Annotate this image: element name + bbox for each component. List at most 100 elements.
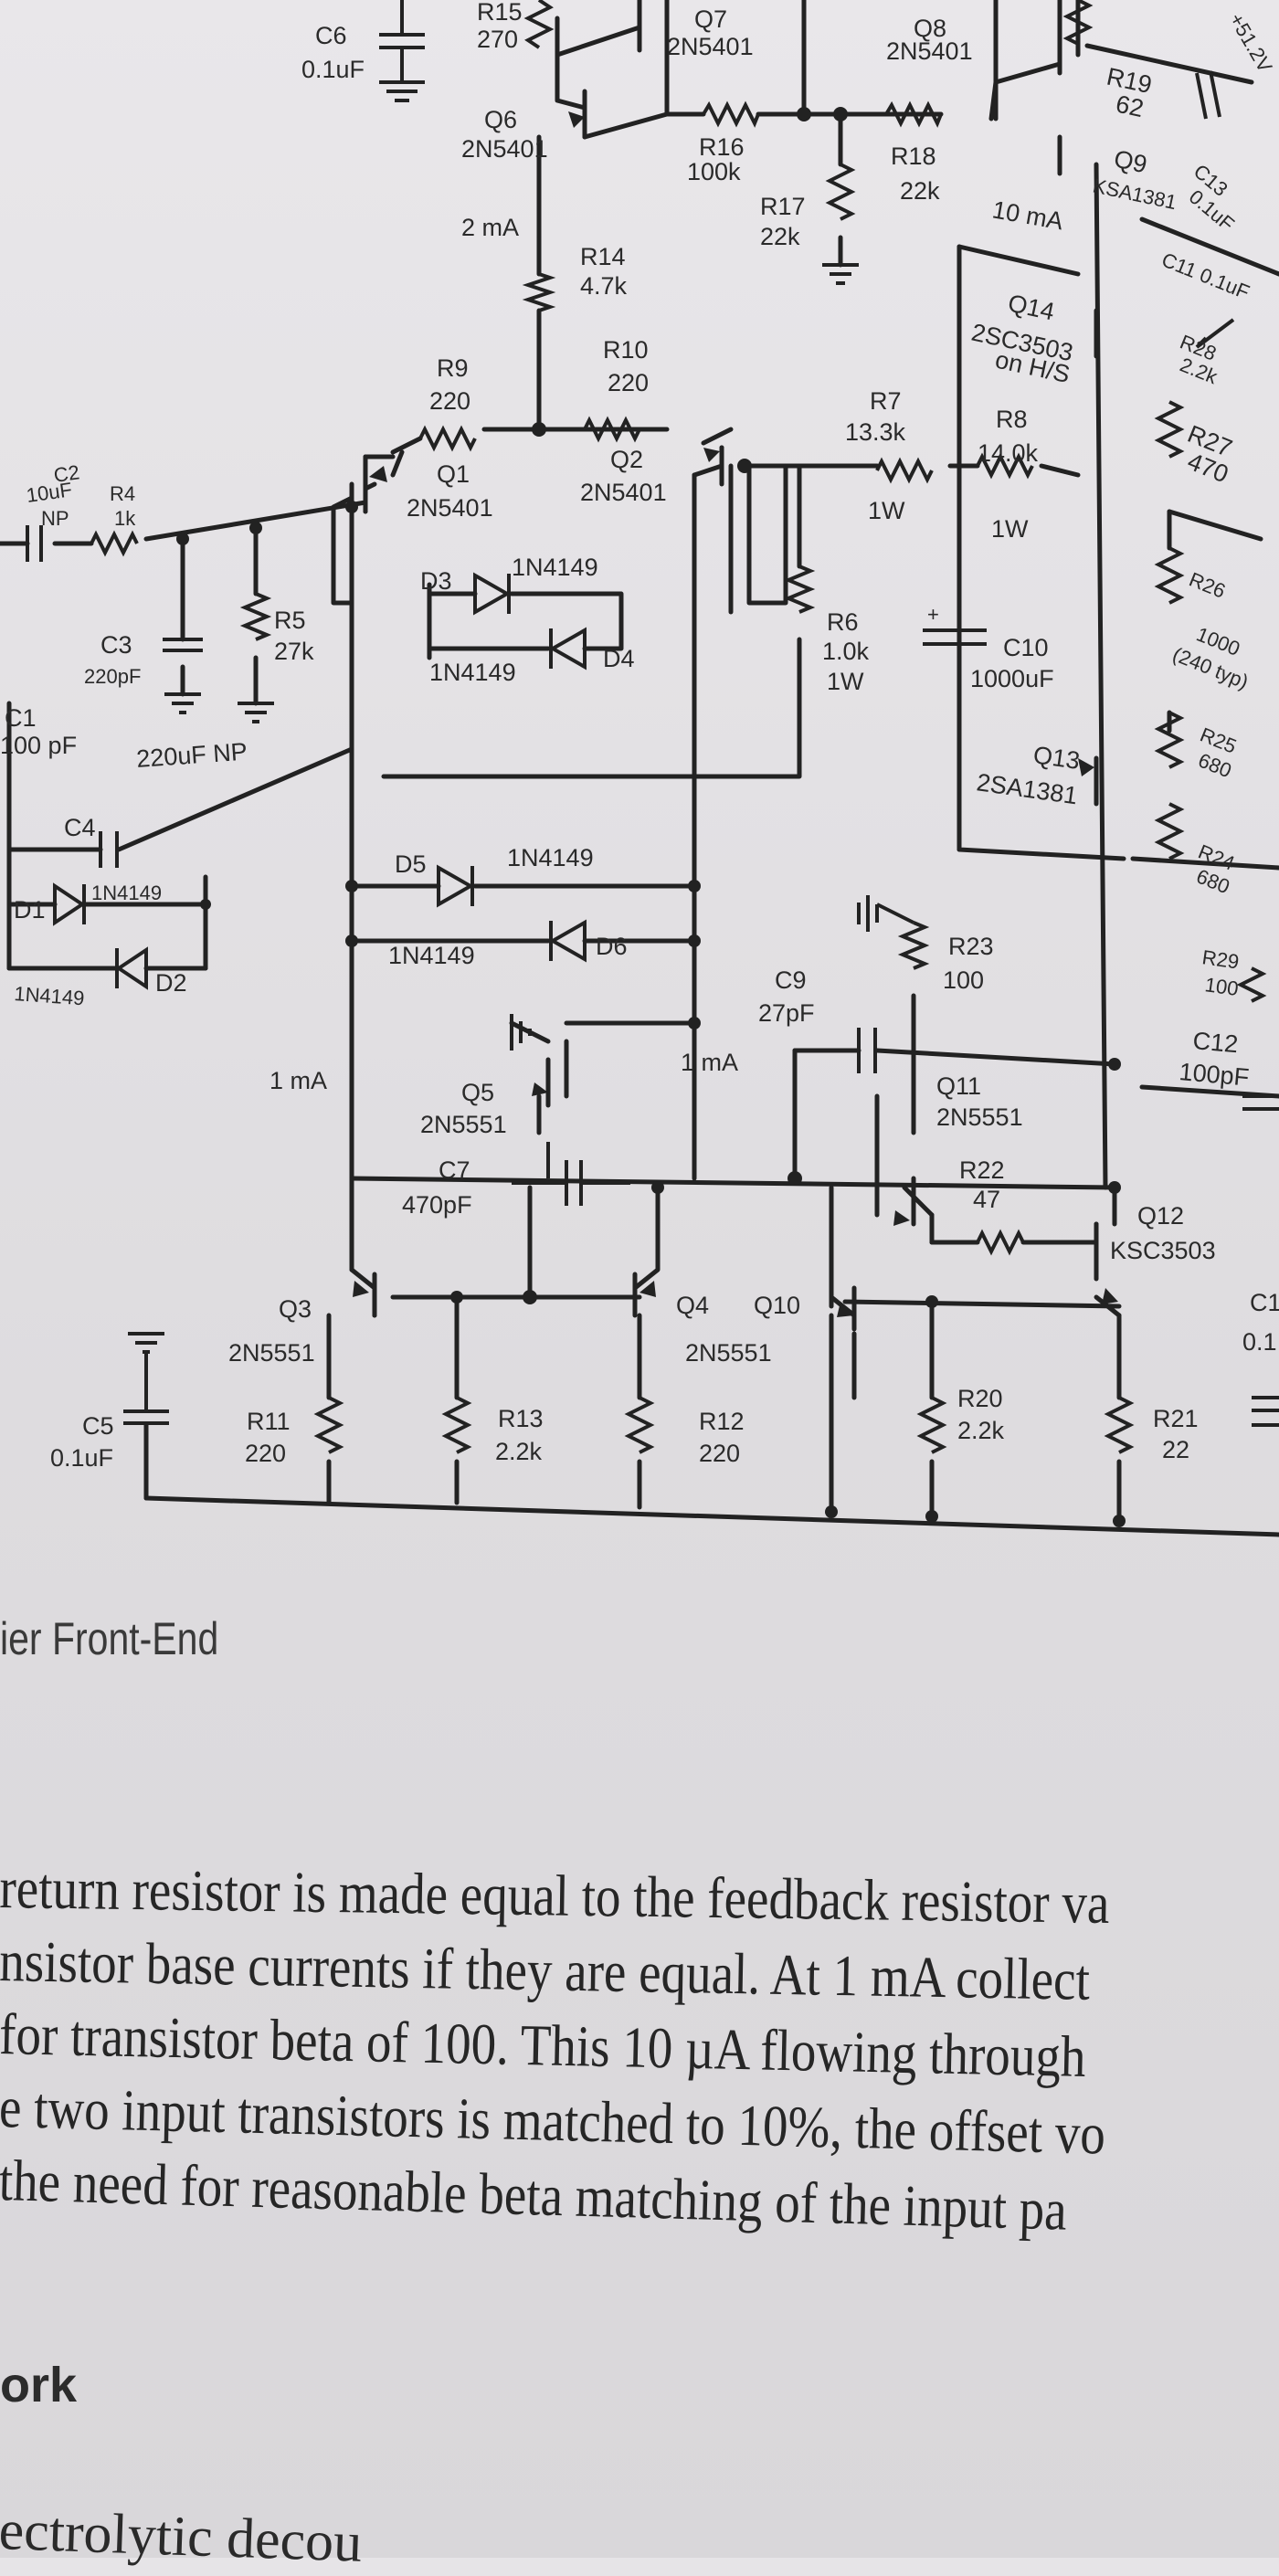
label-d1: D1 bbox=[14, 896, 46, 924]
label-d1-value: 1N4149 bbox=[91, 882, 162, 904]
label-r11: R11 bbox=[247, 1408, 291, 1435]
label-r7-wattage: 1W bbox=[868, 497, 905, 524]
label-c2: C2 bbox=[52, 460, 80, 487]
label-q9: Q9 bbox=[1112, 145, 1149, 179]
trailing-text: ectrolytic decou bbox=[0, 2498, 364, 2574]
label-c12: C12 bbox=[1191, 1027, 1239, 1058]
label-r15: R15 bbox=[477, 0, 523, 26]
label-r9: R9 bbox=[437, 354, 469, 382]
label-r23: R23 bbox=[948, 933, 994, 960]
label-r16-value: 100k bbox=[687, 158, 741, 185]
diode-symbols bbox=[53, 572, 587, 990]
label-r18-value: 22k bbox=[900, 177, 940, 205]
label-r20: R20 bbox=[957, 1385, 1003, 1412]
label-c6: C6 bbox=[315, 22, 347, 49]
label-c1-right-value: 0.1 bbox=[1242, 1328, 1277, 1356]
label-q12: Q12 bbox=[1137, 1202, 1184, 1230]
label-r13-value: 2.2k bbox=[495, 1438, 543, 1465]
label-r16: R16 bbox=[699, 133, 745, 161]
section-heading: ork bbox=[0, 2358, 78, 2412]
label-10ma: 10 mA bbox=[990, 195, 1065, 235]
label-r6: R6 bbox=[827, 608, 859, 636]
label-r18: R18 bbox=[891, 143, 936, 170]
resistor-symbols bbox=[90, 0, 1267, 1454]
label-q4: Q4 bbox=[676, 1292, 709, 1319]
label-q6-value: 2N5401 bbox=[461, 135, 548, 163]
label-c5-value: 0.1uF bbox=[50, 1444, 113, 1472]
label-r5-value: 27k bbox=[274, 638, 314, 665]
label-r17: R17 bbox=[760, 193, 806, 220]
amplifier-front-end-schematic: C6 0.1uF R15 270 Q7 2N5401 Q8 2N5401 +51… bbox=[0, 0, 1279, 1537]
label-q13: Q13 bbox=[1031, 741, 1082, 775]
body-line-2: nsistor base currents if they are equal.… bbox=[0, 1927, 1091, 2012]
label-q7-value: 2N5401 bbox=[667, 33, 754, 60]
label-d5-value: 1N4149 bbox=[507, 844, 594, 871]
label-c9: C9 bbox=[775, 966, 807, 994]
label-r14: R14 bbox=[580, 243, 626, 270]
label-c7-value: 470pF bbox=[402, 1191, 472, 1219]
label-q10: Q10 bbox=[754, 1292, 800, 1319]
label-r29: R29 bbox=[1200, 945, 1240, 973]
label-q3: Q3 bbox=[279, 1295, 312, 1323]
label-q4-q10-value: 2N5551 bbox=[685, 1339, 772, 1367]
label-c3: C3 bbox=[100, 631, 132, 659]
label-r5: R5 bbox=[274, 607, 306, 634]
label-d5: D5 bbox=[395, 850, 427, 878]
label-c4-value: 220uF NP bbox=[135, 738, 248, 773]
label-c10-value: 1000uF bbox=[970, 665, 1054, 692]
label-d3: D3 bbox=[420, 567, 452, 595]
label-d2: D2 bbox=[155, 969, 187, 997]
label-r29-value: 100 bbox=[1203, 973, 1240, 1000]
label-c7: C7 bbox=[439, 1156, 470, 1184]
label-r7-value: 13.3k bbox=[845, 418, 906, 446]
wiring bbox=[0, 0, 1279, 1537]
label-q9-value: KSA1381 bbox=[1091, 174, 1179, 214]
label-r22: R22 bbox=[959, 1156, 1005, 1184]
label-r22-value: 47 bbox=[973, 1186, 1000, 1213]
label-q8-value: 2N5401 bbox=[886, 37, 973, 65]
body-line-1: return resistor is made equal to the fee… bbox=[0, 1854, 1110, 1936]
label-q8: Q8 bbox=[914, 15, 946, 42]
label-r8: R8 bbox=[996, 406, 1028, 433]
label-r6-value: 1.0k bbox=[822, 638, 870, 665]
label-q7: Q7 bbox=[694, 5, 727, 33]
transistor-symbols bbox=[353, 11, 1118, 1332]
label-c10: C10 bbox=[1003, 634, 1049, 661]
label-q5: Q5 bbox=[461, 1079, 494, 1106]
label-r7: R7 bbox=[870, 387, 902, 415]
label-c9-value: 27pF bbox=[758, 999, 815, 1027]
label-r23-value: 100 bbox=[943, 966, 984, 994]
label-r6-wattage: 1W bbox=[827, 668, 864, 695]
label-r10-value: 220 bbox=[608, 369, 649, 396]
label-r4: R4 bbox=[110, 482, 135, 505]
label-d6: D6 bbox=[596, 933, 628, 960]
component-labels: C6 0.1uF R15 270 Q7 2N5401 Q8 2N5401 +51… bbox=[0, 0, 1279, 1472]
label-q6: Q6 bbox=[484, 106, 517, 133]
figure-caption: ier Front-End bbox=[0, 1613, 219, 1664]
label-r10: R10 bbox=[603, 336, 649, 364]
label-r4-value: 1k bbox=[114, 507, 136, 530]
capacitor-symbols bbox=[26, 0, 1279, 1425]
label-d2-value: 1N4149 bbox=[14, 982, 86, 1009]
label-q11: Q11 bbox=[936, 1072, 981, 1100]
label-c4: C4 bbox=[64, 814, 96, 841]
label-c2-type: NP bbox=[41, 507, 69, 530]
label-r20-value: 2.2k bbox=[957, 1417, 1005, 1444]
label-c10-plus: + bbox=[927, 603, 939, 626]
label-d4: D4 bbox=[603, 645, 635, 672]
label-c1-value: 100 pF bbox=[0, 732, 77, 759]
label-d4-value: 1N4149 bbox=[429, 659, 516, 686]
label-r15-value: 270 bbox=[477, 26, 518, 53]
label-c5: C5 bbox=[82, 1412, 114, 1440]
label-r8-wattage: 1W bbox=[991, 515, 1029, 543]
label-r12-value: 220 bbox=[699, 1440, 740, 1467]
label-r9-value: 220 bbox=[429, 387, 470, 415]
label-d6-value: 1N4149 bbox=[388, 942, 475, 969]
label-r11-value: 220 bbox=[245, 1440, 286, 1467]
label-q14: Q14 bbox=[1006, 290, 1057, 326]
label-c3-value: 220pF bbox=[84, 665, 141, 688]
label-r21-value: 22 bbox=[1162, 1436, 1189, 1463]
junction-dots bbox=[176, 107, 1126, 1527]
label-d3-value: 1N4149 bbox=[512, 554, 598, 581]
label-q3-value: 2N5551 bbox=[228, 1339, 315, 1367]
